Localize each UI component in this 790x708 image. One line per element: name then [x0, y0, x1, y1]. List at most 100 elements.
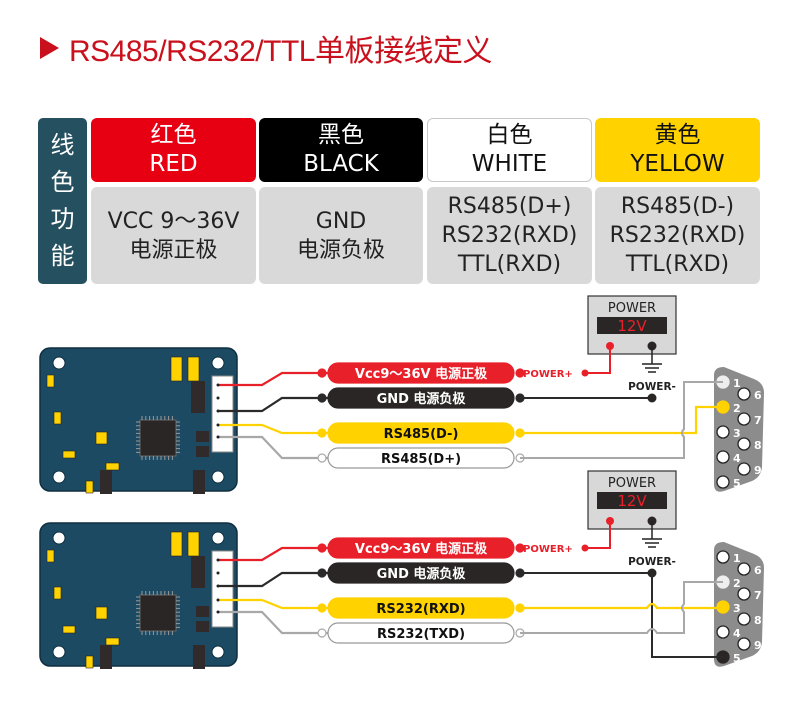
header-yellow: 黄色 YELLOW	[595, 118, 760, 182]
ic-component	[193, 645, 205, 669]
function-line: 电源负极	[296, 237, 385, 263]
play-triangle-icon	[40, 37, 59, 59]
side-char: 功	[50, 205, 75, 233]
smd-component	[62, 625, 76, 634]
ic-component	[196, 431, 209, 442]
wire-white	[218, 435, 328, 460]
wire-function-label: 线 色 功 能	[38, 118, 87, 284]
ic-component	[193, 470, 205, 494]
wire-end-dot	[317, 393, 327, 403]
smd-component	[53, 411, 62, 425]
smd-component	[170, 356, 183, 382]
power-display	[597, 492, 667, 509]
connector-pin	[216, 584, 220, 588]
color-cn: 黄色	[654, 122, 701, 148]
ic-component	[191, 381, 205, 413]
wire-red	[218, 546, 328, 562]
power-minus-label: POWER-	[628, 381, 676, 393]
title-text: RS485/RS232/TTL单板接线定义	[69, 35, 492, 68]
color-en: RED	[149, 151, 198, 177]
connector-pin	[216, 423, 220, 427]
power-plus-label: POWER+	[523, 369, 573, 380]
smd-component	[85, 655, 94, 669]
db9-pin-4	[716, 625, 730, 639]
mcu-chip	[139, 419, 177, 457]
db9-pin-label: 3	[733, 602, 741, 615]
db9-pin-7	[737, 412, 751, 426]
wire-end-dot	[317, 428, 327, 438]
wire-end-dot	[515, 543, 525, 553]
color-en: WHITE	[471, 151, 548, 177]
connector-pin	[216, 409, 220, 413]
power-voltage: 12V	[617, 317, 647, 335]
power-minus-label: POWER-	[628, 556, 676, 568]
wire-red-power	[585, 521, 611, 549]
wire-label-pill	[327, 537, 515, 559]
ic-component	[196, 606, 209, 617]
power-plus-terminal	[606, 517, 614, 525]
db9-pin-label: 2	[733, 577, 741, 590]
db9-pin-label: 1	[733, 377, 741, 390]
db9-pin-5	[716, 475, 730, 489]
wire-label: GND 电源负极	[377, 566, 467, 582]
wire-label: GND 电源负极	[377, 391, 467, 407]
db9-pin-label: 5	[733, 652, 741, 665]
db9-pin-6	[737, 562, 751, 576]
db9-pin-7	[737, 587, 751, 601]
color-en: BLACK	[303, 151, 379, 177]
db9-pin-label: 9	[754, 639, 762, 652]
db9-pin-label: 7	[754, 414, 762, 427]
wire-black	[218, 396, 328, 413]
wire-label-pill	[327, 422, 515, 444]
wire-end-dot	[317, 368, 327, 378]
wire-end-dot	[317, 453, 327, 463]
wire-label-pill	[327, 387, 515, 409]
function-red: VCC 9～36V 电源正极	[91, 187, 256, 284]
wire-label: Vcc9～36V 电源正极	[355, 366, 488, 382]
db9-pin-label: 7	[754, 589, 762, 602]
smd-component	[105, 637, 120, 646]
gnd-junction	[647, 393, 657, 403]
smd-component	[170, 531, 183, 557]
db9-pin-3	[716, 425, 730, 439]
mounting-hole	[211, 470, 225, 484]
wire-label: RS485(D-)	[384, 427, 459, 442]
wire-white	[218, 610, 328, 635]
smd-component	[53, 586, 62, 600]
mounting-hole	[52, 531, 66, 545]
wire-label: RS232(TXD)	[377, 627, 465, 642]
wire-label: RS232(RXD)	[376, 602, 465, 617]
db9-pin-label: 4	[733, 627, 741, 640]
mcu-chip	[139, 594, 177, 632]
function-line: RS232(RXD)	[441, 223, 578, 248]
wire-white-db9	[520, 381, 723, 459]
power-title: POWER	[608, 476, 656, 491]
connector-dot	[216, 571, 220, 575]
db9-pin-6	[737, 387, 751, 401]
mounting-hole	[211, 531, 225, 545]
wire-yellow	[218, 598, 328, 610]
header-red: 红色 RED	[91, 118, 256, 182]
db9-pin-9	[737, 637, 751, 651]
db9-pin-label: 6	[754, 564, 762, 577]
smd-component	[95, 431, 108, 445]
mounting-hole	[52, 645, 66, 659]
db9-pin-label: 2	[733, 402, 741, 415]
pcb-board	[39, 347, 238, 492]
function-line: GND	[315, 208, 367, 234]
mounting-hole	[52, 356, 66, 370]
wire-label-pill	[327, 447, 515, 469]
db9-pin-label: 8	[754, 614, 762, 627]
db9-pin-label: 4	[733, 452, 741, 465]
power-plus-terminal	[606, 342, 614, 350]
header-black: 黑色 BLACK	[259, 118, 423, 182]
smd-component	[95, 606, 108, 620]
wire-black	[218, 571, 328, 588]
wire-red-power	[585, 346, 611, 374]
ic-component	[100, 470, 112, 494]
wire-end-dot	[317, 568, 327, 578]
wire-white-db9	[520, 581, 723, 634]
db9-pin-1	[716, 550, 730, 564]
function-line: TTL(RXD)	[625, 252, 730, 277]
